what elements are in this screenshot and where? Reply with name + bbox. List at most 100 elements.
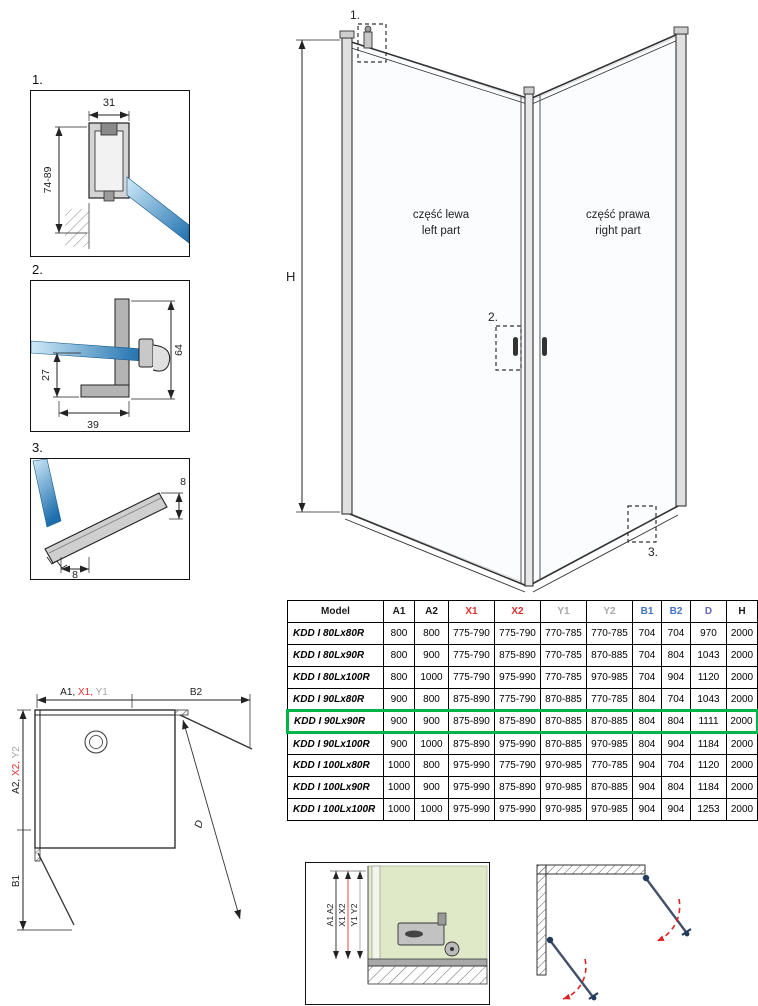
value-cell: 775-790 (494, 622, 541, 645)
value-cell: 770-785 (540, 644, 587, 667)
column-header-b1: B1 (632, 600, 662, 623)
callout-2-text: 2. (488, 310, 498, 324)
door-swing-diagram (536, 864, 692, 1001)
value-cell: 1184 (690, 732, 727, 755)
callout-1-text: 1. (350, 8, 360, 22)
value-cell: 775-790 (448, 622, 495, 645)
tray-bracket (397, 912, 460, 957)
callout-3-text: 3. (648, 545, 658, 559)
value-cell: 770-785 (540, 666, 587, 689)
value-cell: 870-885 (586, 776, 633, 799)
detail-3-label: 3. (32, 440, 43, 455)
detail-1-label: 1. (32, 72, 43, 87)
glass-edge (371, 865, 381, 960)
value-cell: 2000 (726, 798, 758, 821)
value-cell: 804 (661, 644, 691, 667)
value-cell: 975-990 (448, 798, 495, 821)
value-cell: 900 (414, 644, 449, 667)
value-cell: 775-790 (448, 644, 495, 667)
value-cell: 1000 (414, 666, 449, 689)
column-header-y2: Y2 (586, 600, 633, 623)
value-cell: 970-985 (586, 666, 633, 689)
value-cell: 770-785 (586, 754, 633, 777)
swing-arc-bottom (562, 958, 587, 1000)
value-cell: 900 (383, 709, 415, 734)
detail-2-label: 2. (32, 262, 43, 277)
value-cell: 875-890 (448, 688, 495, 711)
right-glass-panel (531, 35, 679, 585)
value-cell: 870-885 (586, 709, 633, 734)
value-cell: 1000 (414, 732, 449, 755)
value-cell: 870-885 (540, 709, 587, 734)
main-isometric-view: H część lewa left part część prawa right… (286, 8, 689, 593)
callout-3: 3. (627, 505, 658, 559)
value-cell: 800 (414, 688, 449, 711)
dim-64-text: 64 (173, 344, 185, 356)
value-cell: 2000 (726, 666, 758, 689)
walls (536, 864, 646, 976)
value-cell: 970 (690, 622, 727, 645)
value-cell: 800 (383, 622, 415, 645)
value-cell: 970-985 (586, 798, 633, 821)
column-header-a1: A1 (383, 600, 415, 623)
right-part-label-en: right part (595, 225, 641, 237)
value-cell: 804 (632, 709, 662, 734)
value-cell: 970-985 (586, 732, 633, 755)
value-cell: 900 (414, 709, 449, 734)
dimension-74-89: 74-89 (42, 126, 87, 234)
value-cell: 704 (661, 622, 691, 645)
value-cell: 975-990 (494, 666, 541, 689)
value-cell: 1120 (690, 666, 727, 689)
install-dim-y-label: Y1 Y2 (349, 903, 359, 926)
dimension-31: 31 (88, 97, 130, 121)
model-cell: KDD I 90Lx90R (286, 709, 384, 734)
drain-circle (84, 730, 108, 754)
install-dim-a-label: A1 A2 (325, 903, 335, 926)
dim-27-text: 27 (40, 369, 52, 381)
model-cell: KDD I 100Lx80R (287, 754, 384, 777)
tray-outline (34, 709, 176, 849)
value-cell: 1120 (690, 754, 727, 777)
value-cell: 775-790 (494, 754, 541, 777)
column-header-x2: X2 (494, 600, 541, 623)
value-cell: 704 (632, 622, 662, 645)
value-cell: 770-785 (586, 622, 633, 645)
detail-3-drawing: 8 8 (32, 459, 186, 579)
plan-top-dim-label: A1, X1, Y1 (60, 687, 108, 698)
model-cell: KDD I 100Lx100R (287, 798, 384, 821)
plan-b2-label: B2 (190, 687, 203, 698)
column-header-model: Model (287, 600, 384, 623)
left-dimension: A2, X2, Y2 B1 (11, 709, 72, 931)
value-cell: 1000 (414, 798, 449, 821)
left-part-label-pl: część lewa (413, 209, 470, 221)
dim-8a-text: 8 (180, 476, 186, 488)
value-cell: 975-990 (494, 798, 541, 821)
value-cell: 875-890 (494, 776, 541, 799)
callout-2: 2. (488, 310, 522, 371)
value-cell: 970-985 (540, 798, 587, 821)
column-header-y1: Y1 (540, 600, 587, 623)
glass-panel-section (32, 459, 62, 528)
door-bottom (546, 936, 599, 1001)
dim-H-text: H (286, 269, 295, 284)
value-cell: 1111 (690, 709, 727, 734)
plan-left-dim-label: A2, X2, Y2 (11, 746, 22, 794)
value-cell: 704 (661, 754, 691, 777)
value-cell: 804 (632, 732, 662, 755)
detail-3-box: 8 8 (30, 458, 190, 580)
model-cell: KDD I 90Lx80R (287, 688, 384, 711)
frame-edges (344, 33, 679, 593)
dimension-H: H (286, 39, 340, 513)
value-cell: 1184 (690, 776, 727, 799)
threshold-profile (44, 492, 168, 569)
value-cell: 900 (383, 732, 415, 755)
